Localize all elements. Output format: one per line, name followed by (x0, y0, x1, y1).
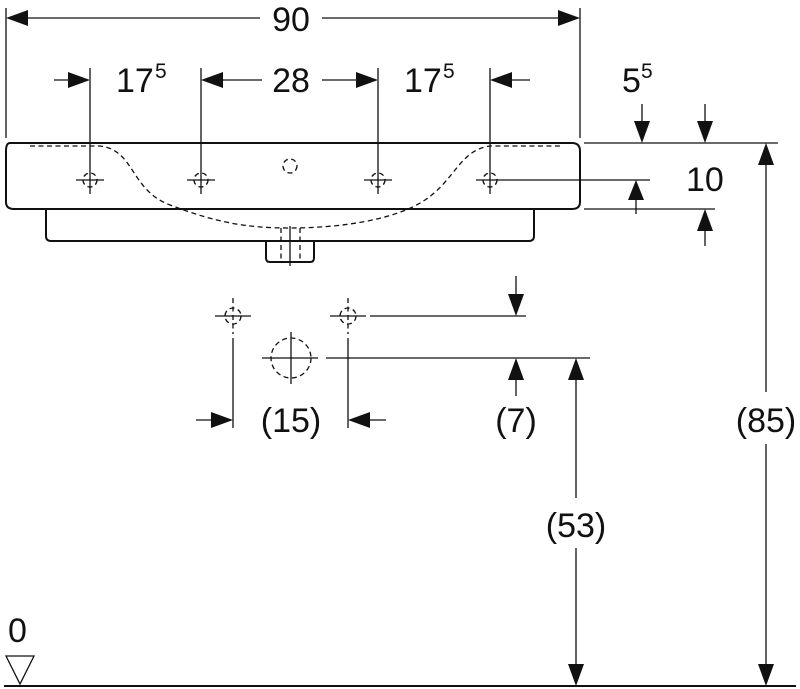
rim-offset-label: 5 (622, 62, 641, 100)
basin-outline (5, 142, 581, 266)
tap-hole-1 (76, 68, 104, 194)
right-offset-label: 17 (404, 62, 442, 100)
left-offset-label: 17 (116, 62, 154, 100)
supply-connection-left (215, 298, 251, 428)
left-offset-sup: 5 (155, 60, 167, 83)
waste-height-label: (53) (546, 507, 606, 545)
supply-connection-right (330, 298, 526, 428)
rim-height-dimension (758, 143, 774, 686)
supply-drop-dimension (508, 276, 524, 396)
tap-spacing-dimensions (54, 72, 530, 88)
floor-level-marker-icon (4, 655, 36, 686)
tap-hole-4 (476, 68, 650, 194)
rim-height-label: (85) (736, 402, 796, 440)
overall-width-dimension (5, 8, 581, 138)
supply-spacing-dimension (196, 412, 386, 428)
bowl-outline (30, 145, 560, 229)
tap-hole-3 (364, 68, 392, 194)
rim-offset-sup: 5 (641, 60, 653, 83)
waste-height-dimension (568, 358, 584, 686)
supply-drop-label: (7) (495, 402, 537, 440)
right-offset-sup: 5 (443, 60, 455, 83)
tap-spacing-label: 28 (272, 62, 310, 100)
floor-level-label: 0 (8, 612, 27, 650)
rim-depth-label: 10 (686, 161, 724, 199)
waste-connection (262, 332, 590, 384)
overflow-hole (282, 158, 298, 174)
rim-offset-dimension (584, 104, 778, 144)
rim-depth-dimension (584, 180, 715, 246)
supply-spacing-label: (15) (261, 402, 321, 440)
tap-hole-2 (187, 68, 215, 194)
overall-width-label: 90 (272, 1, 310, 39)
